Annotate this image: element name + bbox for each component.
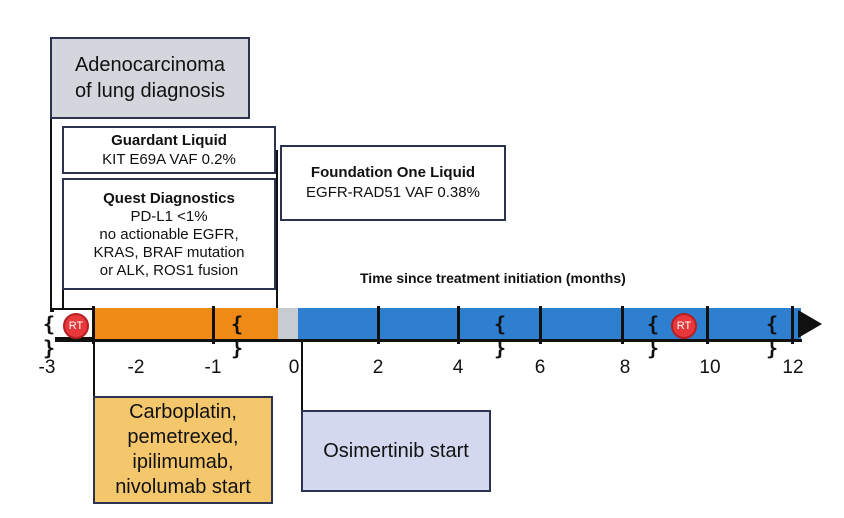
axis-tick-label: 2 — [372, 357, 384, 378]
brace-marker: { } — [765, 312, 779, 360]
axis-tick-label: -1 — [204, 357, 222, 378]
foundation-title: Foundation One Liquid — [310, 164, 476, 181]
axis-title: Time since treatment initiation (months) — [360, 270, 626, 286]
rt-marker: RT — [63, 313, 89, 339]
osimertinib-start-text: Osimertinib start — [323, 439, 469, 462]
quest-box: Quest Diagnostics PD-L1 <1% no actionabl… — [62, 178, 276, 290]
quest-line: or ALK, ROS1 fusion — [99, 261, 239, 279]
brace-marker: { } — [42, 312, 56, 360]
tick-mark — [791, 306, 794, 344]
tick-mark — [539, 306, 542, 344]
osimertinib-start-box: Osimertinib start — [301, 410, 491, 492]
axis-tick-label: 6 — [534, 357, 546, 378]
quest-title: Quest Diagnostics — [103, 189, 235, 207]
guardant-connector — [276, 150, 278, 341]
diagnosis-box: Adenocarcinoma of lung diagnosis — [50, 37, 250, 119]
tick-mark — [92, 306, 95, 344]
chemo-start-box: Carboplatin, pemetrexed, ipilimumab, niv… — [93, 396, 273, 504]
timeline-baseline — [52, 339, 802, 342]
guardant-title: Guardant Liquid — [111, 132, 227, 149]
guardant-box: Guardant Liquid KIT E69A VAF 0.2% — [62, 126, 276, 174]
quest-line: KRAS, BRAF mutation — [93, 243, 245, 261]
axis-tick-label: 8 — [619, 357, 631, 378]
quest-line: no actionable EGFR, — [99, 225, 239, 243]
foundation-detail: EGFR-RAD51 VAF 0.38% — [306, 184, 480, 201]
diagnosis-text: Adenocarcinoma of lung diagnosis — [74, 54, 226, 102]
tick-mark — [212, 306, 215, 344]
foundation-box: Foundation One Liquid EGFR-RAD51 VAF 0.3… — [280, 145, 506, 221]
axis-tick-label: 4 — [452, 357, 464, 378]
brace-marker: { } — [646, 312, 660, 360]
timeline-arrowhead — [798, 310, 822, 338]
gap-segment — [278, 308, 298, 339]
tick-mark — [377, 306, 380, 344]
guardant-detail: KIT E69A VAF 0.2% — [102, 151, 236, 168]
brace-marker: { } — [230, 312, 244, 360]
axis-tick-label: -2 — [127, 357, 145, 378]
tick-mark — [621, 306, 624, 344]
tick-mark — [457, 306, 460, 344]
carboplatin-connector — [93, 339, 95, 397]
quest-line: PD-L1 <1% — [130, 207, 208, 225]
brace-marker: { } — [493, 312, 507, 360]
osimertinib-connector — [301, 339, 303, 411]
axis-tick-label: 0 — [288, 357, 300, 378]
diagnosis-connector — [50, 119, 52, 341]
rt-marker: RT — [671, 313, 697, 339]
axis-tick-label: 12 — [782, 357, 804, 378]
osimertinib-segment — [298, 308, 801, 339]
tick-mark — [706, 306, 709, 344]
chemo-segment — [92, 308, 278, 339]
axis-tick-label: 10 — [699, 357, 721, 378]
axis-tick-label: -3 — [38, 357, 56, 378]
chemo-start-text: Carboplatin, pemetrexed, ipilimumab, niv… — [115, 401, 251, 498]
